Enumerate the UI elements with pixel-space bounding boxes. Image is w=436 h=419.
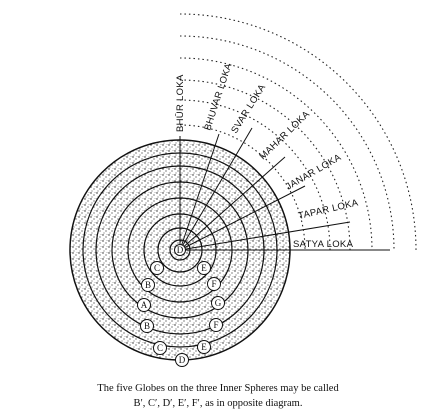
svg-text:B: B: [145, 280, 151, 290]
caption-line-2: B′, C′, D′, E′, F′, as in opposite diagr…: [133, 398, 303, 409]
centre-globe-letter: D: [177, 245, 184, 255]
svg-text:G: G: [215, 298, 222, 308]
label-janar-loka: JANAR LOKA: [284, 152, 344, 193]
label-bhuvar-loka: BHUVAR LOKA: [202, 61, 234, 131]
svg-text:C: C: [154, 263, 160, 273]
svg-text:D: D: [179, 355, 186, 365]
arc-ring-7: [179, 13, 417, 251]
globe-e-bottom-right: E: [197, 340, 211, 354]
radial-janar: [179, 185, 306, 251]
globe-a-left: A: [137, 298, 151, 312]
globe-chain: C E B F A G B F: [137, 261, 225, 367]
globe-b-lower-left: B: [140, 319, 154, 333]
globe-c-upper-left: C: [150, 261, 164, 275]
radial-mahar: [179, 156, 286, 251]
globe-f-upper-right: F: [207, 277, 221, 291]
globe-c-bottom-left: C: [153, 341, 167, 355]
label-tapar-loka: TAPAR LOKA: [297, 197, 360, 222]
svg-text:E: E: [201, 342, 207, 352]
globe-d-bottom: D: [175, 353, 189, 367]
radial-tapar: [179, 221, 351, 251]
centre-globe: D: [174, 244, 186, 256]
arc-ring-3: [179, 99, 331, 251]
svg-text:A: A: [141, 300, 148, 310]
globe-g-right: G: [211, 296, 225, 310]
label-satya-loka: SATYA LOKA: [293, 239, 354, 250]
radial-lines: [179, 127, 390, 251]
svg-text:F: F: [213, 320, 218, 330]
svg-text:E: E: [201, 263, 207, 273]
globe-b-upper-left: B: [141, 278, 155, 292]
globe-e-upper-right: E: [197, 261, 211, 275]
arc-ring-4: [179, 79, 351, 251]
svg-text:F: F: [211, 279, 216, 289]
globe-f-lower-right: F: [209, 318, 223, 332]
svg-text:B: B: [144, 321, 150, 331]
radial-bhuvar: [179, 133, 220, 251]
caption-line-1: The five Globes on the three Inner Spher…: [97, 383, 339, 394]
svg-text:C: C: [157, 343, 163, 353]
label-svar-loka: SVAR LOKA: [229, 82, 268, 136]
radial-svar: [179, 127, 253, 251]
label-bhur-loka: BHŪR LOKA: [175, 74, 186, 132]
